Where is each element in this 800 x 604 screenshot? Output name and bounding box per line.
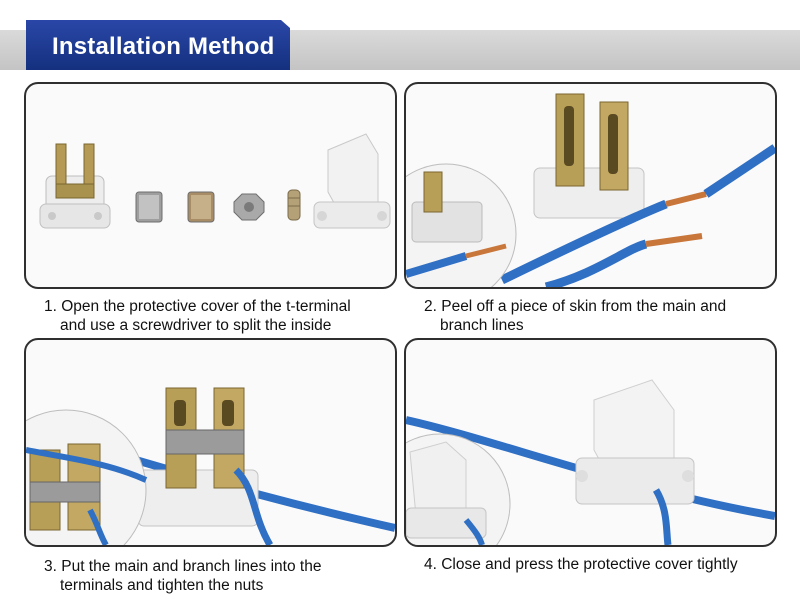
branch-wire: [233, 467, 274, 545]
step-4-caption: 4. Close and press the protective cover …: [424, 555, 738, 574]
step-1-line1: 1. Open the protective cover of the t-te…: [44, 298, 351, 315]
closed-terminal: [575, 379, 695, 505]
step-4-image: [404, 338, 777, 547]
branch-wire: [652, 488, 672, 545]
detail-inset: [406, 433, 511, 545]
step-2-caption: 2. Peel off a piece of skin from the mai…: [424, 297, 726, 335]
detail-inset: [406, 163, 517, 287]
screw: [287, 189, 301, 221]
page-title: Installation Method: [52, 33, 275, 60]
detail-inset: [26, 409, 148, 545]
step-4-line1: 4. Close and press the protective cover …: [424, 556, 738, 573]
step-3-line2: terminals and tighten the nuts: [60, 577, 264, 594]
clip-part-2: [187, 191, 215, 223]
main-wire: [500, 199, 668, 285]
terminal-base: [39, 143, 111, 229]
main-wire: [406, 416, 775, 520]
step-2-line1: 2. Peel off a piece of skin from the mai…: [424, 298, 727, 315]
terminal-assembled: [137, 387, 259, 527]
step-2-image: [404, 82, 777, 289]
branch-wire: [544, 239, 648, 287]
header-tab: Installation Method: [26, 20, 290, 70]
step-3-image: [24, 338, 397, 547]
step-1-caption: 1. Open the protective cover of the t-te…: [44, 297, 351, 335]
step-3-line1: 3. Put the main and branch lines into th…: [44, 558, 322, 575]
clip-part-1: [135, 191, 163, 223]
step-3-caption: 3. Put the main and branch lines into th…: [44, 557, 321, 595]
step-1-line2: and use a screwdriver to split the insid…: [60, 317, 332, 334]
step-2-line2: branch lines: [440, 317, 524, 334]
step-1-image: [24, 82, 397, 289]
nut: [233, 193, 265, 221]
terminal-with-fork: [533, 93, 645, 219]
protective-cover: [313, 133, 391, 229]
